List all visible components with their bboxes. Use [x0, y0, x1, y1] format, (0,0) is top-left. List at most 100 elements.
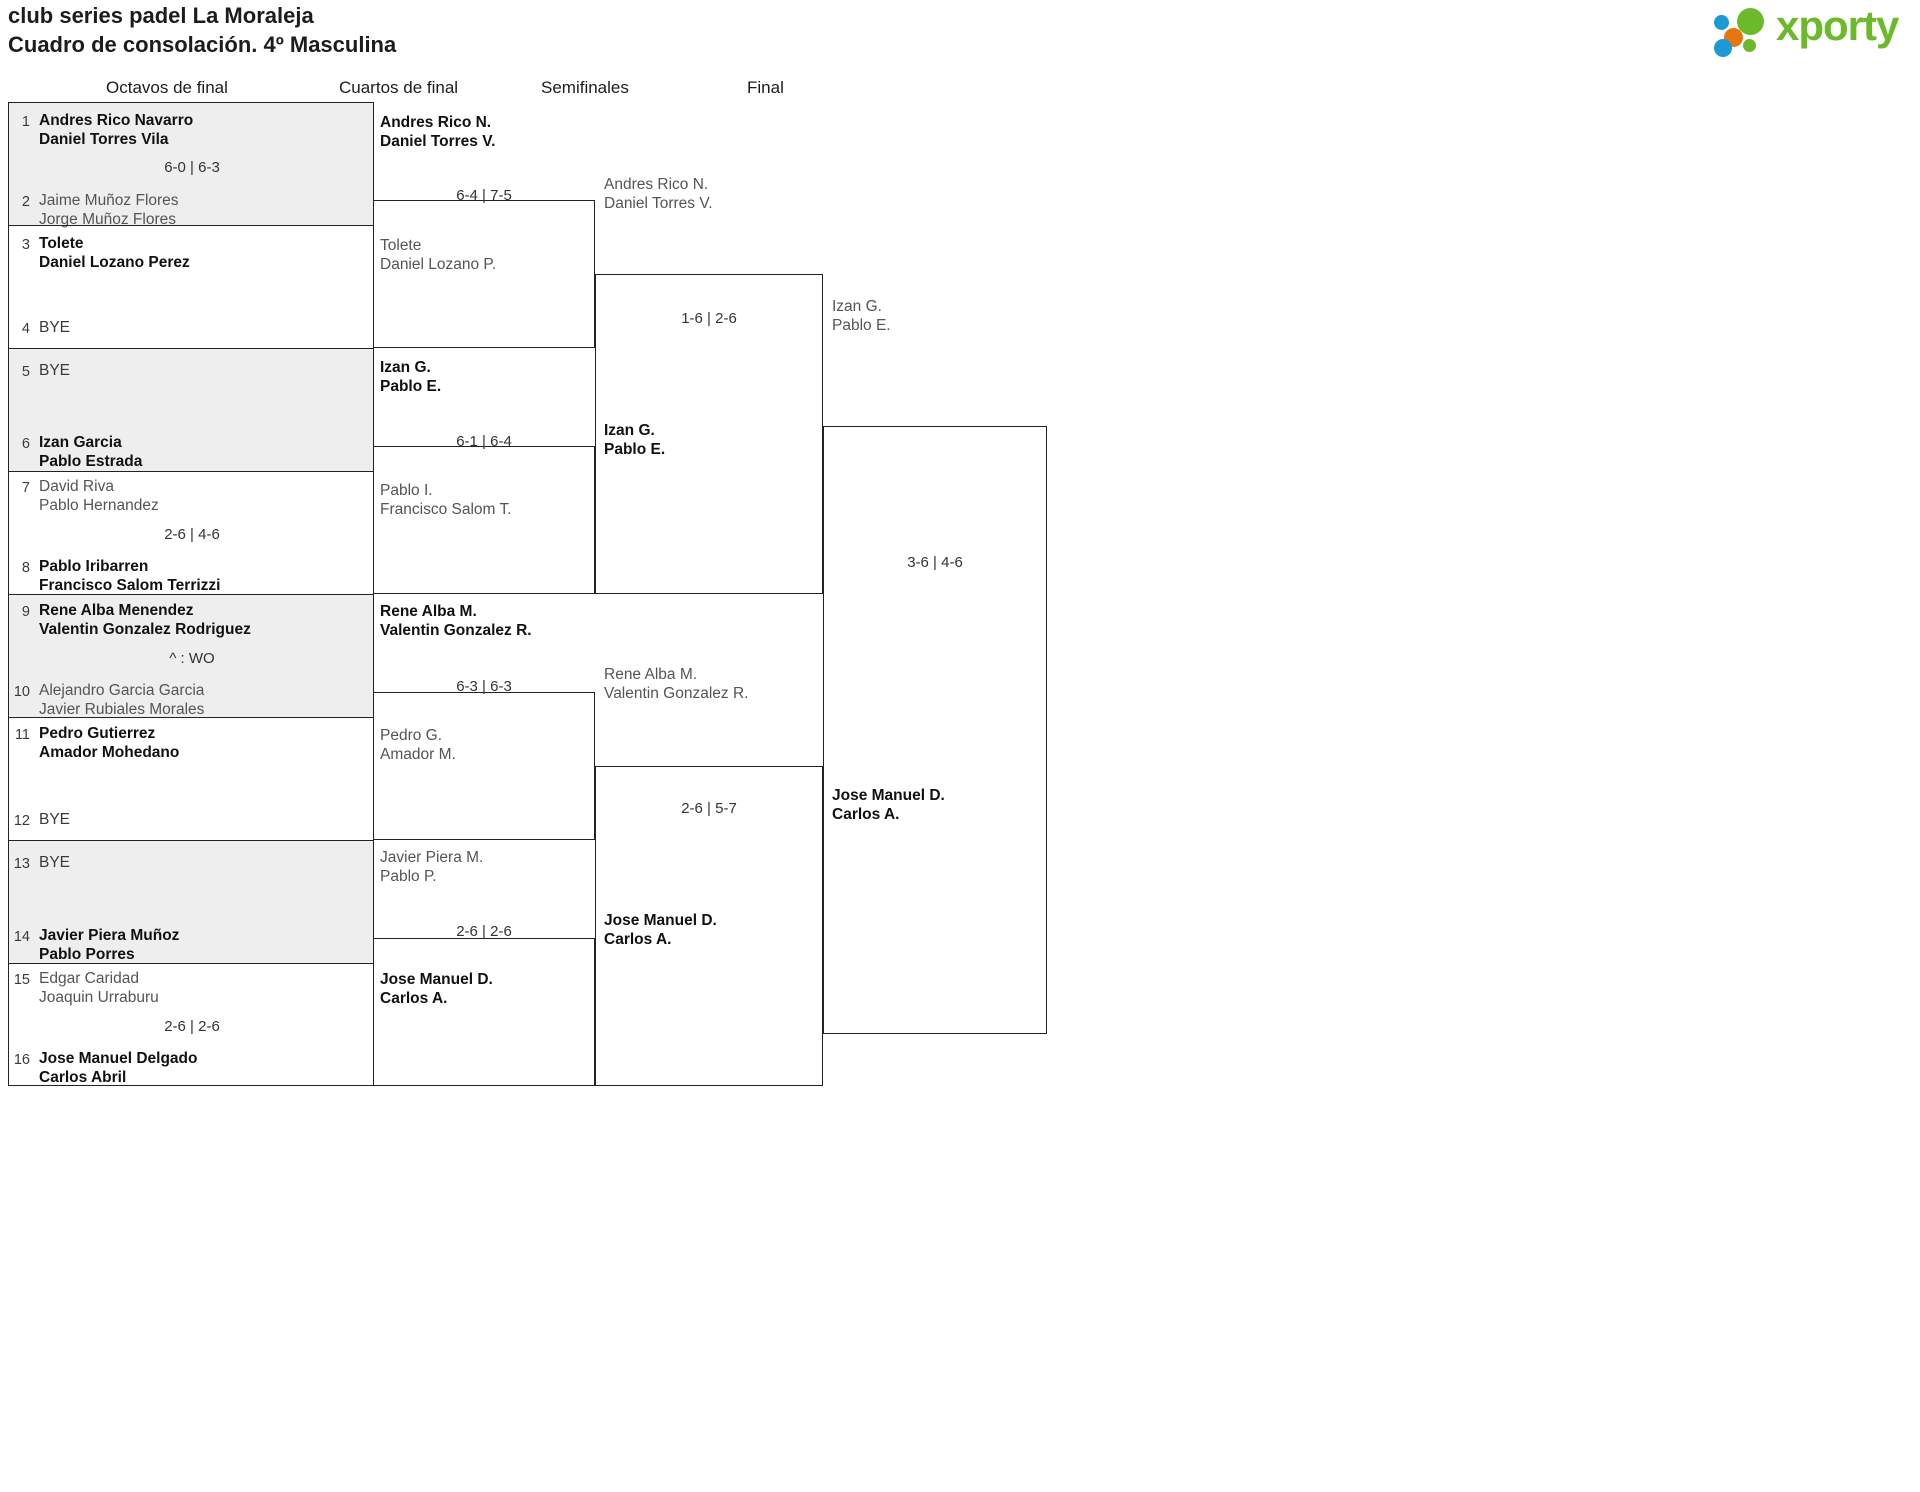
qf-2-top-team: Izan G. Pablo E. [380, 358, 441, 397]
seed-number: 7 [21, 480, 30, 496]
r16-slot-12[interactable]: 12 BYE [9, 810, 375, 829]
r16-slot-7[interactable]: 7 David Riva Pablo Hernandez [9, 477, 375, 515]
sf-1-bottom-team: Izan G. Pablo E. [604, 421, 665, 460]
seed-number: 10 [13, 684, 30, 700]
r16-slot-11[interactable]: 11 Pedro Gutierrez Amador Mohedano [9, 724, 375, 762]
team-names: BYE [39, 318, 70, 337]
player-1: Pablo I. [380, 482, 433, 499]
r16-match-2[interactable]: 3 Tolete Daniel Lozano Perez 4 BYE [8, 225, 374, 348]
player-2: Daniel Lozano P. [380, 256, 497, 274]
seed-number: 4 [21, 321, 30, 337]
player-1: Rene Alba M. [604, 666, 698, 683]
r16-slot-2[interactable]: 2 Jaime Muñoz Flores Jorge Muñoz Flores [9, 191, 375, 229]
r16-match-5[interactable]: 9 Rene Alba Menendez Valentin Gonzalez R… [8, 594, 375, 719]
r16-slot-4[interactable]: 4 BYE [9, 318, 375, 337]
player-1: BYE [39, 362, 71, 379]
player-2: Francisco Salom T. [380, 501, 512, 519]
team-names: Jose Manuel Delgado Carlos Abril [39, 1049, 197, 1087]
player-2: Pablo Estrada [39, 453, 143, 471]
player-1: David Riva [39, 478, 114, 495]
xporty-logo: xporty [1714, 2, 1914, 60]
r16-slot-3[interactable]: 3 Tolete Daniel Lozano Perez [9, 234, 375, 272]
r16-match-4[interactable]: 7 David Riva Pablo Hernandez 2-6 | 4-6 8… [8, 471, 374, 594]
team-names: Alejandro Garcia Garcia Javier Rubiales … [39, 681, 204, 719]
round-header-octavos: Octavos de final [106, 78, 228, 97]
qf-match-2-box[interactable] [373, 446, 595, 594]
player-2: Jorge Muñoz Flores [39, 211, 176, 229]
r16-match-3[interactable]: 5 BYE 6 Izan Garcia Pablo Estrada [8, 348, 374, 471]
r16-slot-6[interactable]: 6 Izan Garcia Pablo Estrada [9, 433, 375, 471]
seed-number: 12 [13, 813, 30, 829]
player-2: Francisco Salom Terrizzi [39, 577, 221, 595]
team-names: Andres Rico Navarro Daniel Torres Vila [39, 111, 193, 149]
player-1: Jose Manuel D. [832, 787, 945, 804]
player-1: Izan G. [380, 359, 431, 376]
round-header-final: Final [747, 78, 784, 97]
team-names: BYE [39, 810, 70, 829]
player-2: Pablo Hernandez [39, 497, 159, 515]
r16-slot-14[interactable]: 14 Javier Piera Muñoz Pablo Porres [9, 926, 375, 964]
tournament-name: club series padel La Moraleja [8, 3, 314, 28]
team-names: Pablo Iribarren Francisco Salom Terrizzi [39, 557, 220, 595]
r16-match-1[interactable]: 1 Andres Rico Navarro Daniel Torres Vila… [8, 102, 375, 228]
seed-number: 1 [21, 114, 30, 130]
seed-number: 6 [21, 436, 30, 452]
r16-match-7[interactable]: 13 BYE 14 Javier Piera Muñoz Pablo Porre… [8, 840, 374, 963]
player-2: Valentin Gonzalez Rodriguez [39, 621, 251, 639]
player-1: Rene Alba Menendez [39, 602, 194, 619]
player-1: Izan Garcia [39, 434, 122, 451]
player-1: Edgar Caridad [39, 970, 139, 987]
seed-number: 9 [21, 604, 30, 620]
player-1: Javier Piera M. [380, 849, 484, 866]
qf-match-1-box[interactable] [373, 200, 595, 348]
r16-slot-13[interactable]: 13 BYE [9, 853, 375, 872]
r16-slot-8[interactable]: 8 Pablo Iribarren Francisco Salom Terriz… [9, 557, 375, 595]
r16-slot-10[interactable]: 10 Alejandro Garcia Garcia Javier Rubial… [9, 681, 375, 719]
r16-match-8[interactable]: 15 Edgar Caridad Joaquin Urraburu 2-6 | … [8, 963, 374, 1086]
r16-slot-1[interactable]: 1 Andres Rico Navarro Daniel Torres Vila [9, 111, 375, 149]
player-1: Jose Manuel D. [380, 971, 493, 988]
page-title: club series padel La Moraleja Cuadro de … [8, 2, 396, 59]
r16-slot-16[interactable]: 16 Jose Manuel Delgado Carlos Abril [9, 1049, 375, 1087]
final-top-team: Izan G. Pablo E. [832, 297, 891, 336]
r16-score-8: 2-6 | 2-6 [164, 1018, 220, 1035]
player-2: Amador M. [380, 746, 456, 764]
sf-match-1-box[interactable] [595, 274, 823, 594]
r16-slot-5[interactable]: 5 BYE [9, 361, 375, 380]
qf-match-3-box[interactable] [373, 692, 595, 840]
qf-3-top-team: Rene Alba M. Valentin Gonzalez R. [380, 602, 532, 641]
seed-number: 5 [21, 364, 30, 380]
final-match-box[interactable] [823, 426, 1047, 1034]
player-2: Pablo E. [832, 317, 891, 335]
seed-number: 11 [14, 727, 30, 743]
player-1: Jose Manuel D. [604, 912, 717, 929]
player-2: Daniel Torres Vila [39, 131, 169, 149]
player-1: Tolete [380, 237, 422, 254]
player-1: Jose Manuel Delgado [39, 1050, 198, 1067]
qf-match-4-box[interactable] [373, 938, 595, 1086]
team-names: BYE [39, 853, 70, 872]
r16-match-6[interactable]: 11 Pedro Gutierrez Amador Mohedano 12 BY… [8, 717, 374, 840]
player-1: Andres Rico N. [604, 176, 709, 193]
player-2: Pablo Porres [39, 946, 135, 964]
player-2: Carlos A. [380, 990, 448, 1008]
sf-2-bottom-team: Jose Manuel D. Carlos A. [604, 911, 717, 950]
seed-number: 3 [21, 237, 30, 253]
team-names: Javier Piera Muñoz Pablo Porres [39, 926, 179, 964]
team-names: Rene Alba Menendez Valentin Gonzalez Rod… [39, 601, 251, 639]
seed-number: 8 [21, 560, 30, 576]
team-names: David Riva Pablo Hernandez [39, 477, 159, 515]
player-2: Pablo E. [604, 441, 666, 459]
seed-number: 14 [13, 929, 30, 945]
sf-score-2: 2-6 | 5-7 [681, 800, 737, 817]
draw-name: Cuadro de consolación. 4º Masculina [8, 31, 397, 57]
r16-slot-9[interactable]: 9 Rene Alba Menendez Valentin Gonzalez R… [9, 601, 375, 639]
player-2: Joaquin Urraburu [39, 989, 159, 1007]
seed-number: 13 [13, 856, 30, 872]
player-2: Valentin Gonzalez R. [604, 685, 749, 703]
sf-match-2-box[interactable] [595, 766, 823, 1086]
player-1: Alejandro Garcia Garcia [39, 682, 205, 699]
logo-wordmark: xporty [1776, 2, 1899, 49]
r16-slot-15[interactable]: 15 Edgar Caridad Joaquin Urraburu [9, 969, 375, 1007]
